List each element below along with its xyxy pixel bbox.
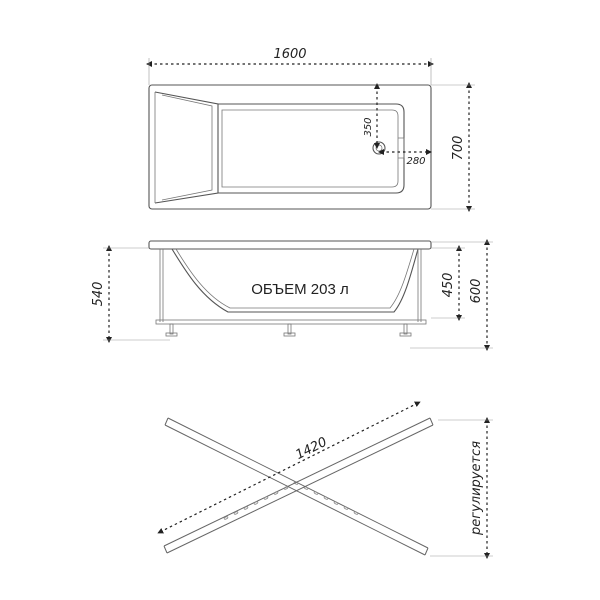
drain-end-label: 280 — [406, 156, 425, 167]
side-view-body — [171, 248, 419, 313]
frame-span-label: 1420 — [293, 435, 329, 463]
leg-foot — [283, 332, 296, 337]
width-label: 700 — [451, 136, 466, 161]
side-view-rim — [148, 240, 432, 250]
frame-bar — [155, 319, 427, 325]
frame-span-dimension-line — [157, 401, 421, 534]
min-height-label: 540 — [91, 282, 106, 307]
volume-label: ОБЪЕМ 203 л — [251, 281, 349, 298]
leg-foot — [399, 332, 412, 337]
leg-foot — [165, 332, 178, 337]
drain-side-label: 350 — [363, 117, 374, 136]
depth-label: 450 — [441, 273, 456, 298]
max-height-label: 600 — [469, 279, 484, 304]
top-view: 1600 700 350 280 — [146, 47, 475, 212]
side-view: ОБЪЕМ 203 л 540 450 600 — [91, 239, 493, 351]
length-label: 1600 — [273, 47, 306, 62]
adjustable-label: регулируется — [469, 441, 484, 536]
top-view-rim — [148, 84, 432, 210]
frame-view: 1420 регулируется — [157, 401, 493, 559]
frame-bar-2 — [163, 417, 434, 554]
